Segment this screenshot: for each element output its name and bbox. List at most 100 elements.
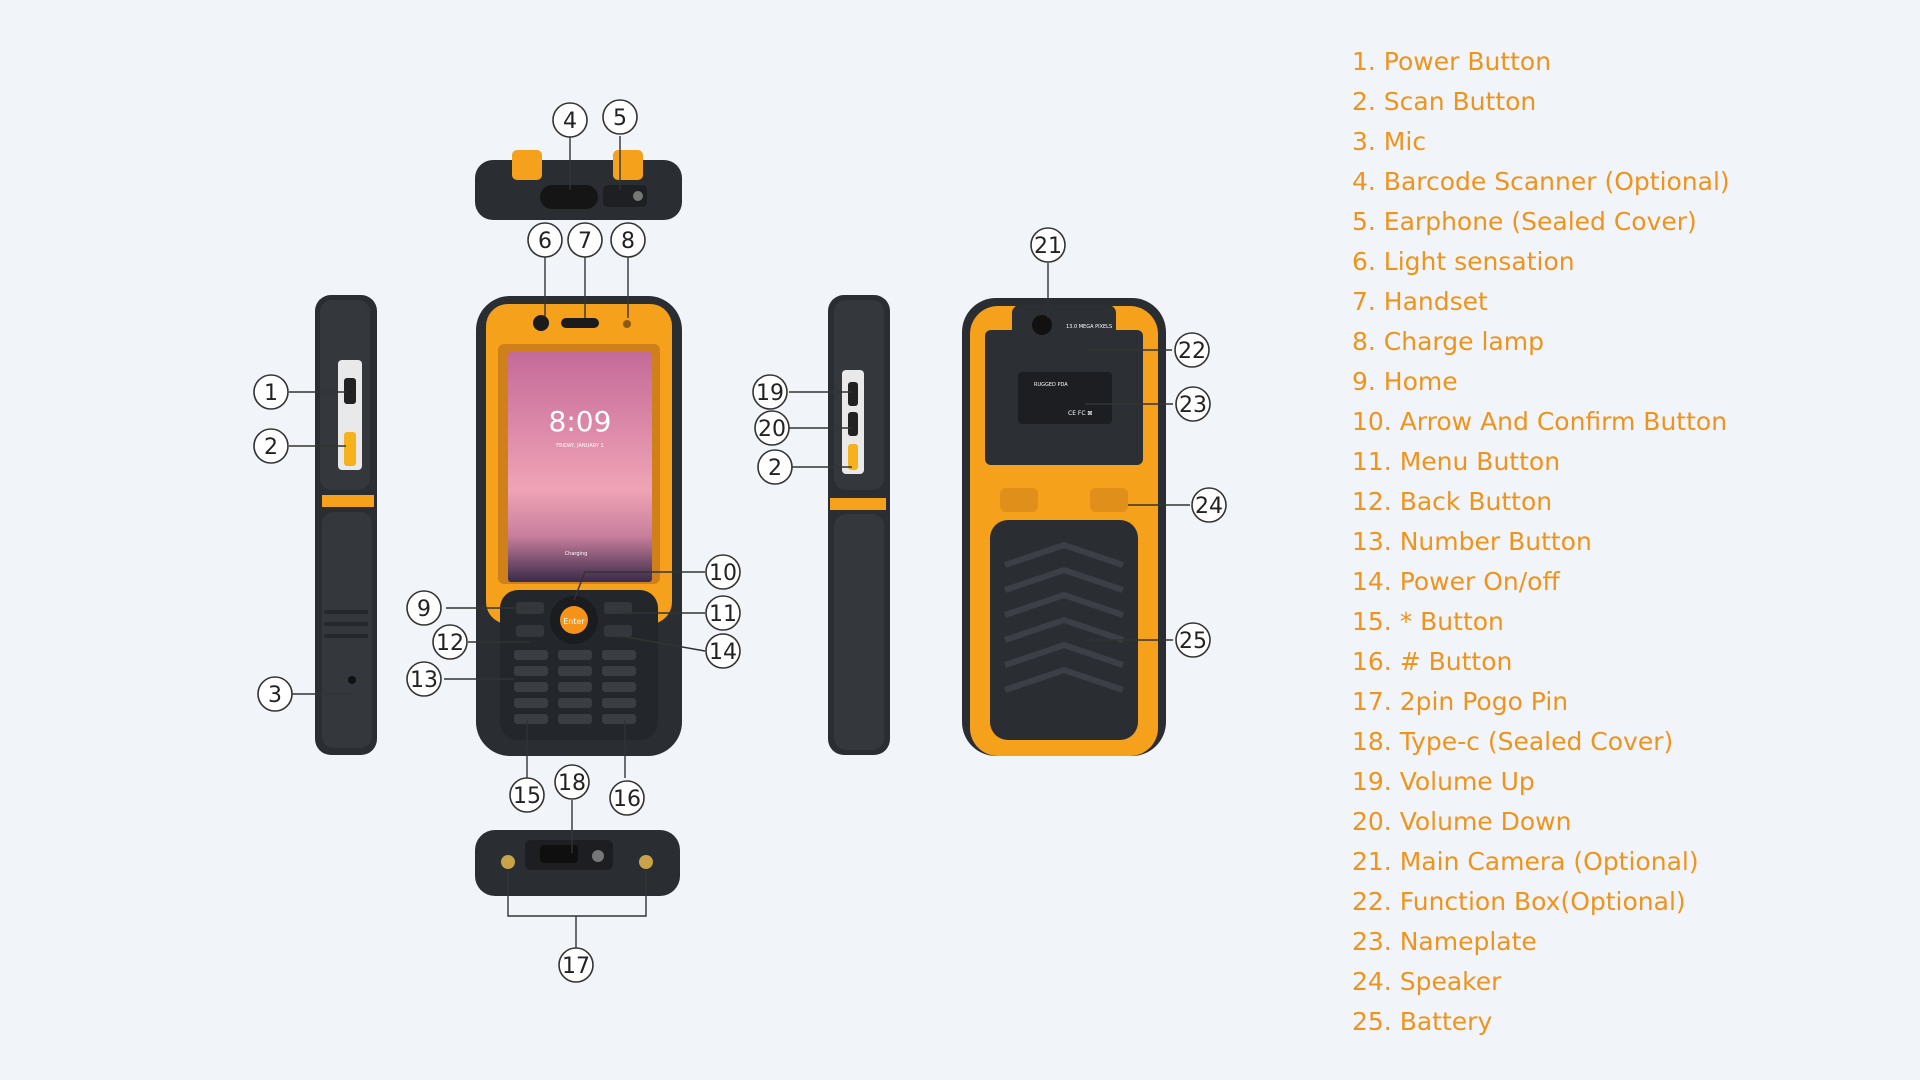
handset-slot [561,318,599,328]
legend-item: 22. Function Box(Optional) [1352,887,1686,916]
callout-6: 6 [527,222,563,258]
callout-14: 14 [705,633,741,669]
mic-hole [348,676,356,684]
legend-item: 4. Barcode Scanner (Optional) [1352,167,1730,196]
callout-12: 12 [432,624,468,660]
callout-7: 7 [567,222,603,258]
legend-item: 9. Home [1352,367,1458,396]
legend-item: 19. Volume Up [1352,767,1535,796]
menu-key [604,602,632,614]
callout-9: 9 [406,590,442,626]
main-camera [1032,315,1052,335]
battery [990,520,1138,740]
callout-11: 11 [705,595,741,631]
callout-19: 19 [752,374,788,410]
screen-date: FRIDAY, JANUARY 1 [556,443,603,449]
svg-text:9: 9 [417,597,431,622]
svg-text:17: 17 [562,954,590,979]
legend-item: 7. Handset [1352,287,1488,316]
svg-text:6: 6 [538,229,552,254]
svg-text:14: 14 [709,640,737,665]
legend-item: 21. Main Camera (Optional) [1352,847,1699,876]
legend-item: 18. Type-c (Sealed Cover) [1352,727,1674,756]
nameplate-title: RUGGED PDA [1034,382,1068,388]
legend-item: 12. Back Button [1352,487,1553,516]
screen-status: Charging [565,551,588,557]
bottom-view [475,830,680,896]
legend-item: 24. Speaker [1352,967,1502,996]
svg-text:1: 1 [264,381,278,406]
callout-2: 2 [253,428,289,464]
back-view: 13.0 MEGA PIXELS RUGGED PDA CE FC ⊠ [962,298,1166,756]
back-key [516,625,544,637]
svg-text:23: 23 [1179,393,1207,418]
svg-text:18: 18 [558,771,586,796]
callout-2-right: 2 [757,449,793,485]
svg-text:13: 13 [410,668,438,693]
earphone-cover [603,185,647,207]
callout-4: 4 [552,102,588,138]
legend-item: 6. Light sensation [1352,247,1575,276]
svg-text:10: 10 [709,561,737,586]
left-side-view [315,295,377,755]
svg-text:21: 21 [1034,234,1062,259]
enter-key-label: Enter [563,617,585,626]
scan-button-right [848,444,858,470]
legend-item: 23. Nameplate [1352,927,1537,956]
legend-item: 13. Number Button [1352,527,1592,556]
svg-text:4: 4 [563,109,577,134]
callout-13: 13 [406,661,442,697]
leader-lines [289,136,1190,948]
right-side-view [828,295,890,755]
callout-18: 18 [554,764,590,800]
legend-item: 2. Scan Button [1352,87,1537,116]
svg-text:24: 24 [1195,494,1223,519]
battery-chevrons [1004,541,1124,693]
callout-16: 16 [609,780,645,816]
power-key [604,625,632,637]
front-view: 8:09 FRIDAY, JANUARY 1 Charging Enter [476,296,682,756]
number-keys [514,650,636,724]
light-sensor [533,315,549,331]
legend-item: 15. * Button [1352,607,1504,636]
parts-legend: 1. Power Button 2. Scan Button 3. Mic 4.… [1352,42,1730,1042]
legend-item: 25. Battery [1352,1007,1493,1036]
legend-item: 14. Power On/off [1352,567,1560,596]
callout-22: 22 [1174,332,1210,368]
callout-3: 3 [257,676,293,712]
power-button [344,378,356,404]
callout-15: 15 [509,777,545,813]
legend-item: 8. Charge lamp [1352,327,1544,356]
volume-down [848,412,858,436]
svg-text:5: 5 [613,106,627,131]
svg-text:2: 2 [768,456,782,481]
nameplate-marks: CE FC ⊠ [1068,410,1092,417]
svg-text:25: 25 [1179,629,1207,654]
legend-item: 10. Arrow And Confirm Button [1352,407,1728,436]
svg-text:12: 12 [436,631,464,656]
callout-23: 23 [1175,386,1211,422]
scan-button [344,432,356,466]
callouts: 1 2 3 4 5 6 7 8 9 10 11 12 13 14 15 18 1… [253,99,1227,983]
callout-8: 8 [610,222,646,258]
barcode-scanner-window [540,185,598,209]
legend-item: 20. Volume Down [1352,807,1572,836]
legend-item: 17. 2pin Pogo Pin [1352,687,1569,716]
legend-item: 3. Mic [1352,127,1427,156]
legend-item: 11. Menu Button [1352,447,1561,476]
svg-text:8: 8 [621,229,635,254]
svg-text:15: 15 [513,784,541,809]
speaker-left [1000,488,1038,512]
callout-24: 24 [1191,487,1227,523]
volume-up [848,382,858,406]
camera-badge: 13.0 MEGA PIXELS [1066,324,1112,330]
svg-text:19: 19 [756,381,784,406]
pogo-pin-right [639,855,653,869]
callout-20: 20 [754,410,790,446]
callout-25: 25 [1175,622,1211,658]
svg-text:16: 16 [613,787,641,812]
callout-10: 10 [705,554,741,590]
svg-text:3: 3 [268,683,282,708]
callout-21: 21 [1030,227,1066,263]
